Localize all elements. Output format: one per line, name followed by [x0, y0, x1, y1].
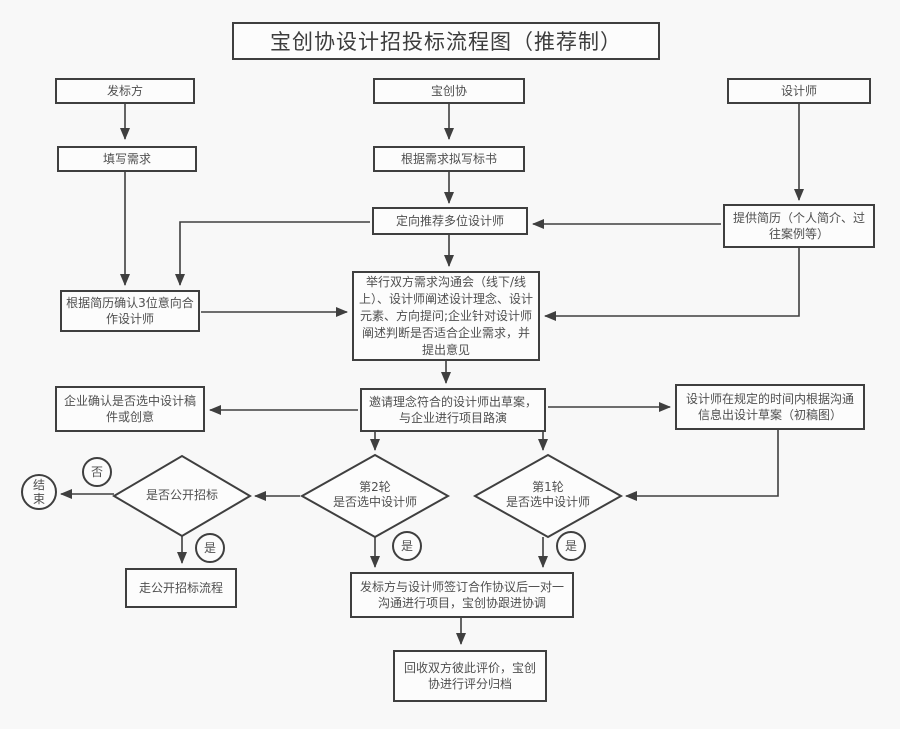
node-sign-agreement: 发标方与设计师签订合作协议后一对一沟通进行项目，宝创协跟进协调 [350, 572, 574, 618]
round2-line2: 是否选中设计师 [332, 495, 417, 509]
node-collect-feedback: 回收双方彼此评价，宝创协进行评分归档 [393, 650, 547, 702]
node-recommend-designers: 定向推荐多位设计师 [372, 207, 528, 235]
round2-line1: 第2轮 [359, 480, 391, 494]
end-circle [21, 474, 57, 510]
yes-circle-round1 [556, 531, 586, 561]
yes-label-round2: 是 [400, 539, 413, 553]
round1-decision-diamond [472, 453, 624, 539]
node-confirm-three: 根据简历确认3位意向合作设计师 [60, 290, 200, 332]
yes-circle-open-bidding [195, 533, 225, 563]
yes-label-open-bidding: 是 [203, 541, 216, 555]
open-bidding-decision-label: 是否公开招标 [145, 488, 218, 502]
round2-decision-diamond [299, 453, 451, 539]
node-draft-tender: 根据需求拟写标书 [373, 146, 525, 172]
round2-decision-label: 第2轮 是否选中设计师 [303, 480, 447, 510]
round1-line2: 是否选中设计师 [505, 495, 590, 509]
node-provide-resume: 提供简历（个人简介、过往案例等） [723, 204, 875, 248]
round1-decision-label: 第1轮 是否选中设计师 [476, 480, 620, 510]
node-communication-meeting: 举行双方需求沟通会（线下/线上）、设计师阐述设计理念、设计元素、方向提问;企业针… [352, 271, 540, 361]
node-designer-draft: 设计师在规定的时间内根据沟通信息出设计草案（初稿图） [675, 384, 865, 430]
node-issuer: 发标方 [55, 78, 195, 104]
node-invite-draft: 邀请理念符合的设计师出草案，与企业进行项目路演 [360, 388, 546, 432]
yes-circle-round2 [392, 531, 422, 561]
end-label: 结束 [32, 478, 45, 506]
node-baochuangxie: 宝创协 [373, 78, 525, 104]
no-label: 否 [90, 465, 103, 479]
yes-label-round1: 是 [564, 539, 577, 553]
node-open-bidding-process: 走公开招标流程 [125, 568, 237, 608]
page-title: 宝创协设计招投标流程图（推荐制） [232, 22, 660, 60]
no-circle [82, 457, 112, 487]
open-bidding-decision-diamond [112, 454, 252, 538]
round1-line1: 第1轮 [532, 480, 564, 494]
node-fill-requirements: 填写需求 [57, 146, 197, 172]
node-designer: 设计师 [727, 78, 871, 104]
node-confirm-selection: 企业确认是否选中设计稿件或创意 [55, 386, 205, 432]
